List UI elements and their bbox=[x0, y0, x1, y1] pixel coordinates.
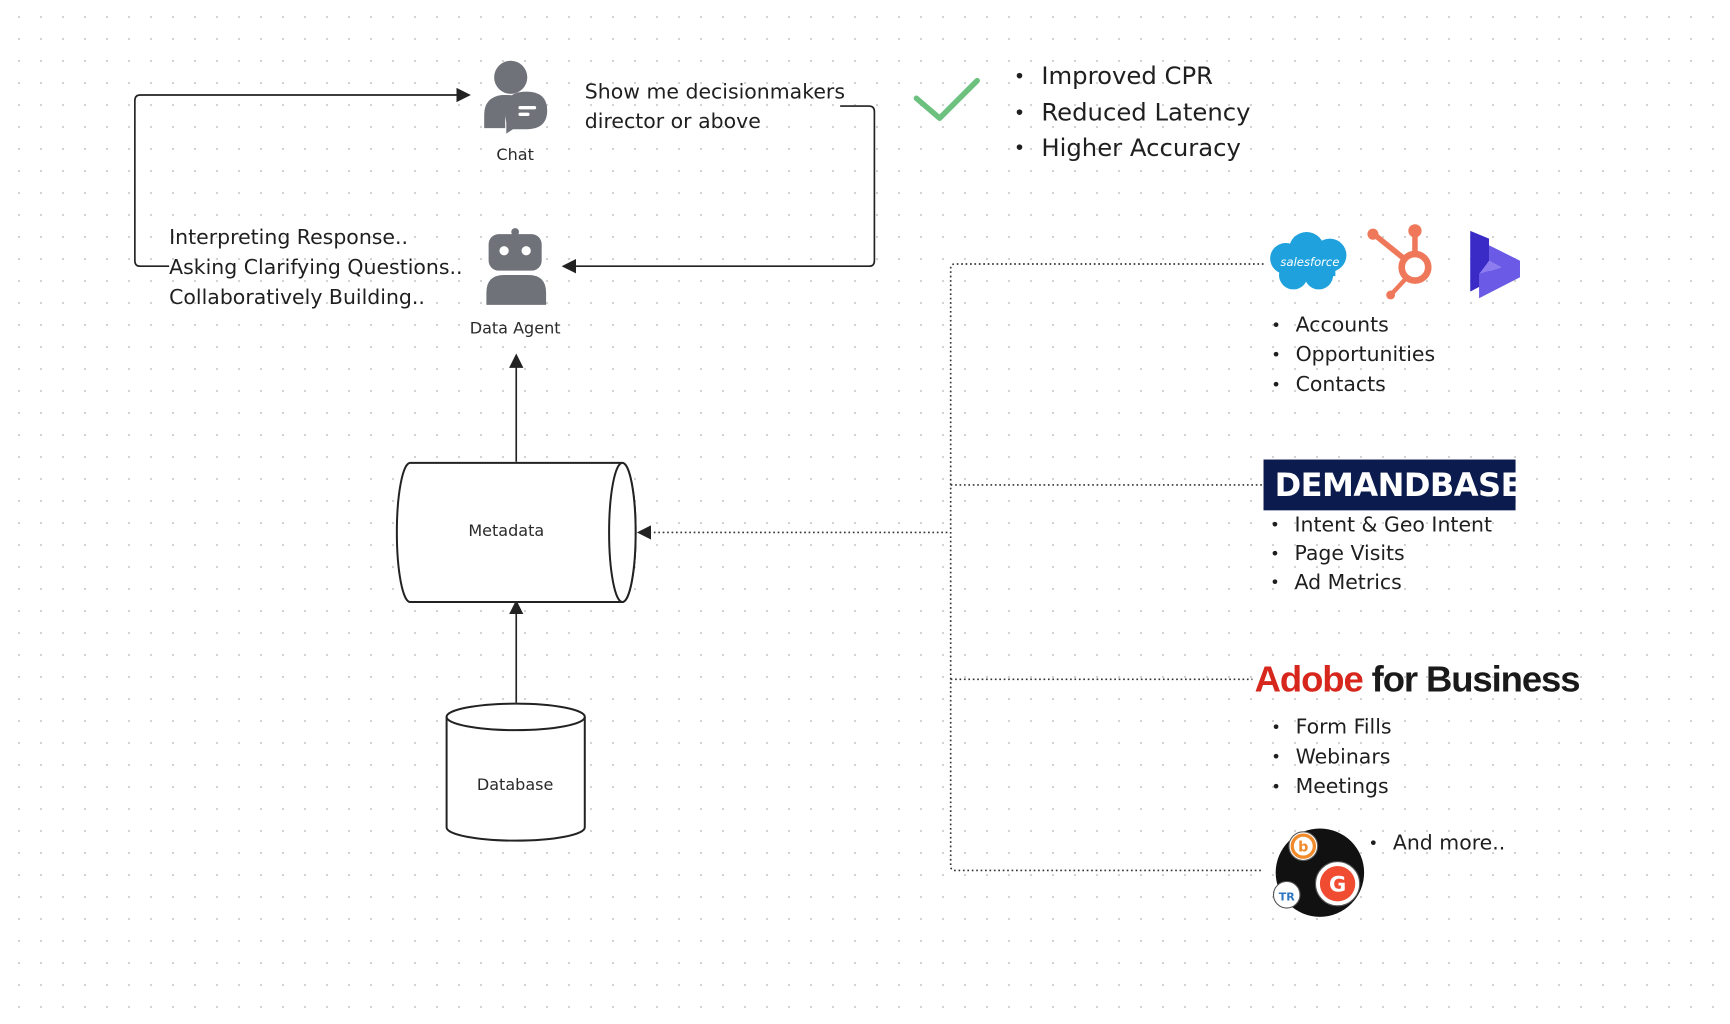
adobe-logo-red: Adobe bbox=[1254, 658, 1364, 700]
crm-items-list: Accounts Opportunities Contacts bbox=[1262, 310, 1435, 399]
demandbase-item: Ad Metrics bbox=[1261, 569, 1492, 598]
demandbase-items-list: Intent & Geo Intent Page Visits Ad Metri… bbox=[1261, 511, 1492, 597]
benefit-item: Improved CPR bbox=[1008, 60, 1250, 96]
dynamics-logo bbox=[1470, 230, 1520, 299]
metadata-label: Metadata bbox=[468, 522, 545, 541]
agent-steps: Interpreting Response.. Asking Clarifyin… bbox=[169, 223, 462, 312]
adobe-item: Form Fills bbox=[1262, 712, 1391, 742]
crm-item: Accounts bbox=[1262, 310, 1435, 340]
agent-step: Asking Clarifying Questions.. bbox=[169, 256, 463, 280]
check-icon bbox=[913, 77, 980, 121]
more-list: And more.. bbox=[1360, 828, 1506, 858]
adobe-items-list: Form Fills Webinars Meetings bbox=[1262, 712, 1391, 801]
adobe-item: Webinars bbox=[1262, 742, 1391, 772]
agent-step: Collaboratively Building.. bbox=[169, 286, 425, 310]
robot-icon bbox=[486, 228, 547, 305]
demandbase-logo: DEMANDBASE bbox=[1263, 459, 1523, 511]
salesforce-logo-text: salesforce bbox=[1280, 255, 1339, 269]
more-item: And more.. bbox=[1360, 828, 1506, 858]
benefit-item: Higher Accuracy bbox=[1008, 131, 1250, 167]
sources-trunk bbox=[949, 263, 1264, 872]
demandbase-item: Page Visits bbox=[1261, 540, 1492, 569]
benefit-item: Reduced Latency bbox=[1008, 96, 1251, 132]
crm-item: Contacts bbox=[1262, 370, 1435, 400]
adobe-logo: Adobe for Business bbox=[1254, 658, 1581, 700]
chat-query-text: Show me decisionmakers director or above bbox=[585, 77, 845, 137]
adobe-item: Meetings bbox=[1262, 772, 1391, 802]
database-label: Database bbox=[476, 776, 554, 795]
data-agent-label: Data Agent bbox=[469, 320, 561, 339]
svg-text:TR: TR bbox=[1279, 890, 1296, 903]
chat-to-agent-arrow bbox=[561, 105, 876, 274]
salesforce-logo: salesforce bbox=[1270, 231, 1347, 290]
agent-step: Interpreting Response.. bbox=[169, 226, 409, 250]
svg-text:G: G bbox=[1329, 872, 1346, 896]
hubspot-logo bbox=[1367, 224, 1432, 300]
chat-query-line: director or above bbox=[584, 110, 761, 134]
agent-to-chat-arrow bbox=[134, 87, 471, 268]
more-logos-cluster: b TR G bbox=[1272, 828, 1365, 917]
adobe-logo-black: for Business bbox=[1362, 658, 1581, 700]
chat-label: Chat bbox=[496, 146, 534, 165]
benefits-list: Improved CPR Reduced Latency Higher Accu… bbox=[1008, 60, 1251, 168]
database-cylinder bbox=[445, 702, 586, 842]
metadata-cylinder bbox=[395, 461, 637, 604]
crm-item: Opportunities bbox=[1262, 340, 1435, 370]
svg-text:b: b bbox=[1298, 840, 1308, 856]
chat-query-line: Show me decisionmakers bbox=[584, 80, 845, 104]
chat-person-icon bbox=[484, 60, 548, 134]
demandbase-item: Intent & Geo Intent bbox=[1261, 511, 1492, 540]
